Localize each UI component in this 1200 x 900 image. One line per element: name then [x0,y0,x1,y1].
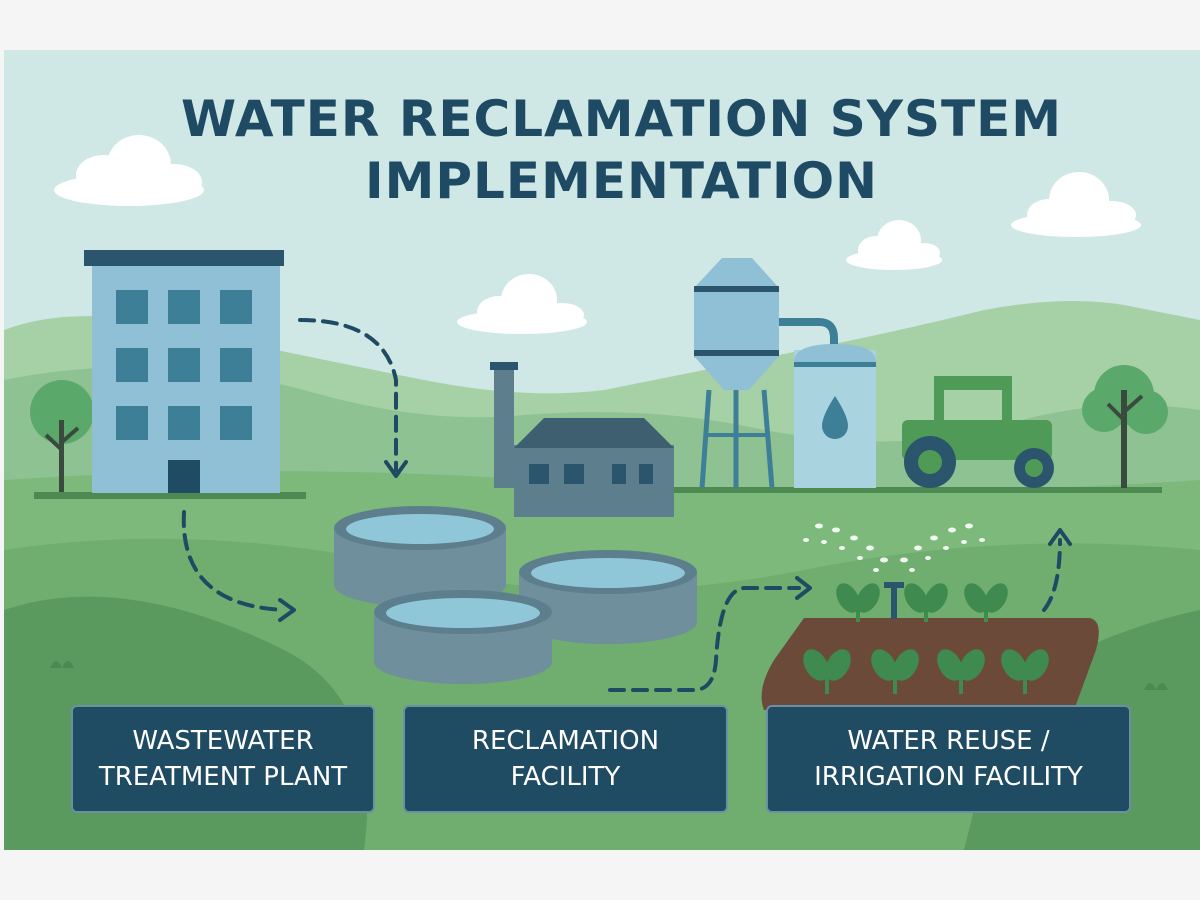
water-tower [694,258,838,489]
label-reclamation-facility: RECLAMATION FACILITY [403,705,728,813]
label-line: IRRIGATION FACILITY [814,762,1083,792]
tractor [902,376,1054,488]
cloud [1011,172,1141,237]
flow-arrow [298,318,398,472]
sprinkler-icon [884,582,904,619]
diagram-scene: WATER RECLAMATION SYSTEM IMPLEMENTATION … [4,50,1200,850]
label-line: TREATMENT PLANT [98,762,348,792]
cloud [457,274,587,334]
soil-field [761,618,1099,710]
grass-tuft [50,661,74,668]
ground-line-left [34,492,306,499]
label-water-reuse-irrigation-facility: WATER REUSE / IRRIGATION FACILITY [766,705,1131,813]
page-title: WATER RECLAMATION SYSTEM IMPLEMENTATION [4,88,1200,212]
tree-left [30,380,94,492]
label-line: FACILITY [510,762,621,792]
plant [803,583,1049,694]
flow-arrow [181,510,286,612]
label-wastewater-treatment-plant: WASTEWATER TREATMENT PLANT [71,705,375,813]
flow-arrow [608,586,801,692]
label-line: WATER REUSE / [847,726,1050,756]
ground-line-right [670,487,1162,493]
arrow-head [795,576,812,600]
arrow-head [1048,528,1072,546]
tree-right [1082,365,1168,488]
flow-arrow [1042,538,1062,612]
title-line-2: IMPLEMENTATION [365,152,878,210]
title-line-1: WATER RECLAMATION SYSTEM [180,90,1063,148]
cloud [54,135,204,206]
pool [334,506,506,607]
grass-tuft [1144,683,1168,690]
water-drop-icon [822,396,848,439]
office-building [84,250,284,493]
water-spray [803,523,985,572]
arrow-head [278,598,296,622]
label-line: RECLAMATION [471,726,660,756]
label-line: WASTEWATER [132,726,314,756]
pool [374,590,552,684]
cloud [846,220,942,270]
pool [519,550,697,644]
factory [490,362,674,517]
arrow-head [384,460,408,478]
storage-tank [794,344,876,488]
